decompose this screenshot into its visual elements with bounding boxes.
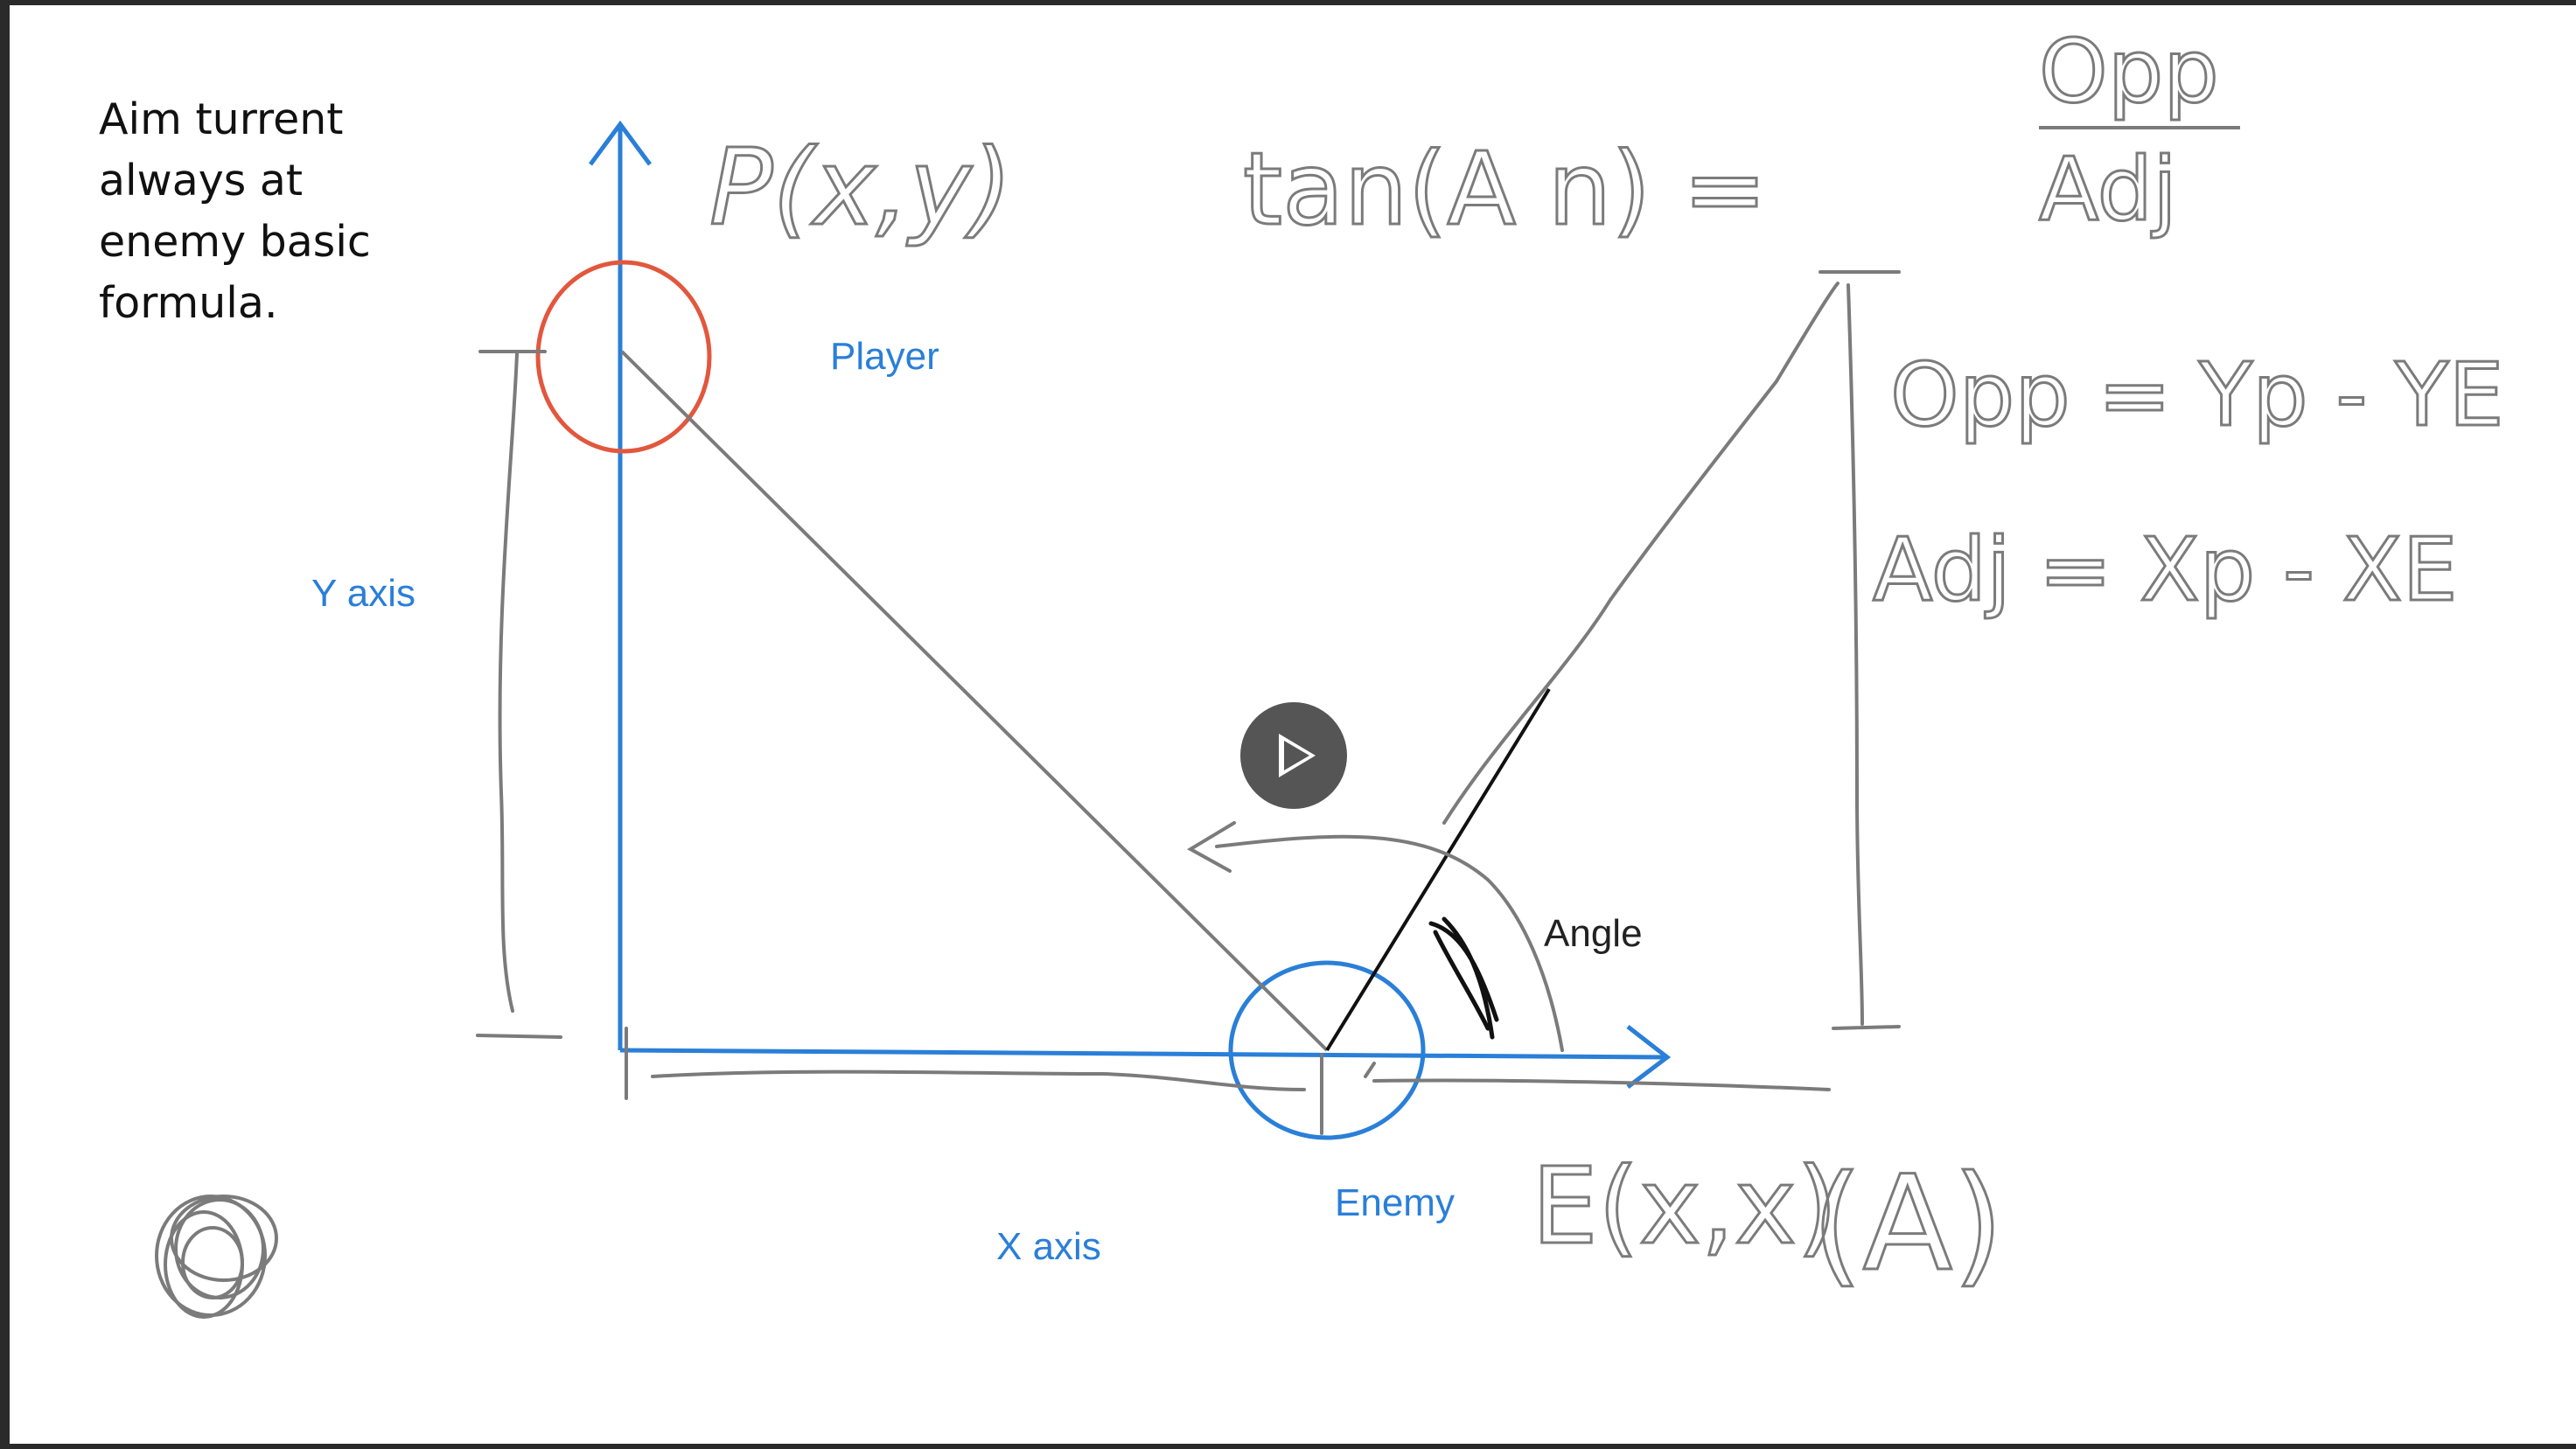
angle-symbol-label: (A)	[1812, 1148, 2004, 1300]
note-text: Aim turrent always at enemy basic formul…	[99, 89, 466, 334]
player-label: Player	[830, 335, 939, 378]
note-line: formula.	[99, 278, 278, 328]
hypotenuse-line	[620, 350, 1329, 1052]
aim-line	[1325, 687, 1551, 1052]
play-icon	[1279, 734, 1316, 777]
x-axis-line	[619, 1048, 1666, 1060]
enemy-label: Enemy	[1335, 1181, 1455, 1224]
note-line: always at	[99, 156, 304, 206]
whiteboard-canvas: P(x,y) tan(A n) = Opp Adj Opp = Yp - YE …	[10, 5, 2576, 1444]
y-axis-arrowhead	[588, 120, 653, 166]
adj-formula: Adj = Xp - XE	[1873, 519, 2458, 621]
enemy-point-label: E(x,x)	[1532, 1146, 1838, 1268]
angle-arc	[1187, 821, 1564, 1052]
tan-expression: tan(A n) =	[1243, 131, 1767, 248]
tan-denominator: Adj	[2039, 138, 2177, 240]
play-button[interactable]	[1240, 702, 1347, 809]
right-bracket	[1832, 283, 1901, 1030]
aim-diagram: P(x,y) tan(A n) = Opp Adj Opp = Yp - YE …	[155, 19, 2505, 1319]
opposite-sketch-line	[1442, 270, 1901, 825]
scribble-doodle	[155, 1195, 278, 1319]
tan-numerator: Opp	[2039, 20, 2219, 122]
angle-label: Angle	[1544, 912, 1643, 955]
player-point-label: P(x,y)	[709, 128, 1012, 249]
y-height-bracket	[476, 350, 562, 1039]
player-circle	[535, 260, 712, 454]
x-axis-label: X axis	[996, 1225, 1101, 1268]
angle-hatch	[1428, 916, 1499, 1040]
enemy-circle	[1228, 960, 1426, 1140]
opp-formula: Opp = Yp - YE	[1890, 344, 2504, 446]
note-line: enemy basic	[99, 217, 371, 267]
note-line: Aim turrent	[99, 94, 344, 144]
y-axis-label: Y axis	[311, 572, 416, 615]
x-base-scribble	[625, 1027, 1831, 1135]
x-axis-arrowhead	[1626, 1025, 1672, 1089]
